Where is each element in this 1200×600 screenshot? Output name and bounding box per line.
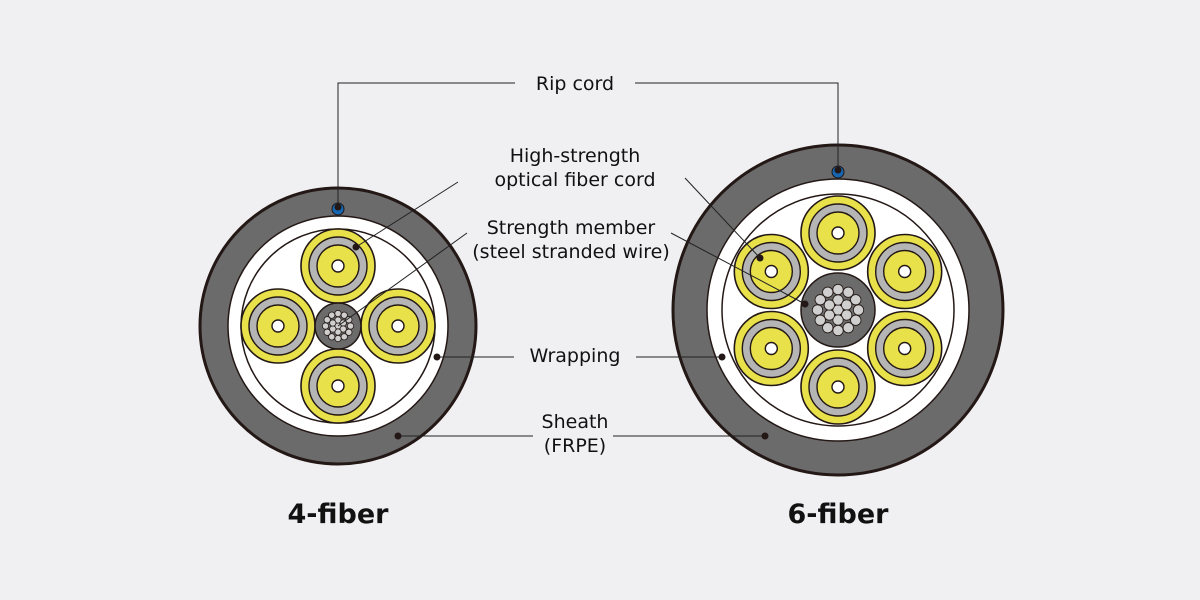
fiber-core <box>897 264 912 279</box>
cable-6-fiber <box>671 143 1005 477</box>
steel-wire <box>323 316 331 324</box>
caption-6-fiber: 6-fiber <box>788 499 890 530</box>
steel-wire <box>814 314 826 326</box>
steel-wire <box>811 304 824 316</box>
fiber-cord <box>866 310 943 387</box>
dot-fiber-cord-4 <box>352 243 360 251</box>
dot-wrapping-6 <box>718 353 726 361</box>
steel-wire <box>346 322 355 330</box>
steel-wire <box>841 309 853 321</box>
fiber-core <box>764 341 779 356</box>
leader-strength-member-4 <box>337 232 468 327</box>
fiber-core <box>331 379 345 393</box>
leader-lines <box>337 82 839 437</box>
steel-wires-4 <box>321 309 355 343</box>
steel-wire <box>340 333 348 341</box>
fiber-core <box>831 380 845 394</box>
steel-wire <box>323 328 331 336</box>
dot-fiber-cord-6 <box>756 254 764 262</box>
leader-fiber-cord-6 <box>684 177 761 259</box>
fiber-core <box>831 226 845 240</box>
steel-wire <box>850 294 862 306</box>
fiber-cord <box>240 288 316 364</box>
fiber-cord <box>866 233 943 310</box>
steel-wire <box>334 309 342 318</box>
steel-wire <box>329 319 337 327</box>
steel-wire <box>832 283 844 296</box>
steel-wire <box>345 328 353 336</box>
label-high-strength-line1: High-strength <box>510 145 641 167</box>
steel-wire <box>334 334 342 343</box>
label-rip-cord: Rip cord <box>536 73 614 95</box>
dot-rip-cord-4 <box>334 203 342 211</box>
caption-4-fiber: 4-fiber <box>288 499 390 530</box>
label-high-strength-line2: optical fiber cord <box>495 169 656 191</box>
leader-fiber-cord-4 <box>355 181 459 248</box>
dot-wrapping-4 <box>433 353 441 361</box>
fiber-cord <box>300 348 376 424</box>
steel-wire <box>328 311 336 319</box>
strength-member-6 <box>800 272 876 348</box>
label-strength-member-line2: (steel stranded wire) <box>472 241 669 263</box>
leader-rip-cord-4 <box>337 82 515 209</box>
leader-strength-member-6 <box>670 232 806 305</box>
leader-dots <box>334 166 842 440</box>
fiber-cord <box>733 310 810 387</box>
steel-wire <box>832 324 844 337</box>
steel-wire <box>822 322 834 334</box>
dot-strength-member-6 <box>801 300 809 308</box>
steel-wire <box>822 286 834 298</box>
steel-wire <box>850 314 862 326</box>
fiber-cord <box>800 349 876 425</box>
fiber-cord <box>800 195 876 271</box>
fiber-cords-6 <box>733 195 943 425</box>
fiber-core <box>391 319 405 333</box>
leader-rip-cord-6 <box>635 82 839 172</box>
steel-wire <box>823 299 835 311</box>
label-wrapping: Wrapping <box>530 345 621 367</box>
dot-sheath-4 <box>394 432 402 440</box>
steel-wire <box>339 325 347 333</box>
steel-wire <box>852 304 865 316</box>
steel-wires-6 <box>811 283 865 337</box>
fiber-core <box>331 259 345 273</box>
steel-wire <box>841 299 853 311</box>
fiber-cord <box>733 233 810 310</box>
steel-wire <box>814 294 826 306</box>
steel-wire <box>842 286 854 298</box>
steel-wire <box>842 322 854 334</box>
fiber-core <box>764 264 779 279</box>
fiber-cord <box>360 288 436 364</box>
fiber-core <box>271 319 285 333</box>
fiber-cord <box>300 228 376 304</box>
label-sheath-line1: Sheath <box>542 411 609 433</box>
steel-wire <box>328 333 336 341</box>
dot-rip-cord-6 <box>834 166 842 174</box>
label-strength-member-line1: Strength member <box>487 217 656 239</box>
steel-wire <box>340 311 348 319</box>
steel-wire <box>823 309 835 321</box>
labels: Rip cord High-strength optical fiber cor… <box>472 73 669 457</box>
dot-sheath-6 <box>761 432 769 440</box>
fiber-core <box>897 341 912 356</box>
steel-wire <box>321 322 330 330</box>
label-sheath-line2: (FRPE) <box>544 435 606 457</box>
